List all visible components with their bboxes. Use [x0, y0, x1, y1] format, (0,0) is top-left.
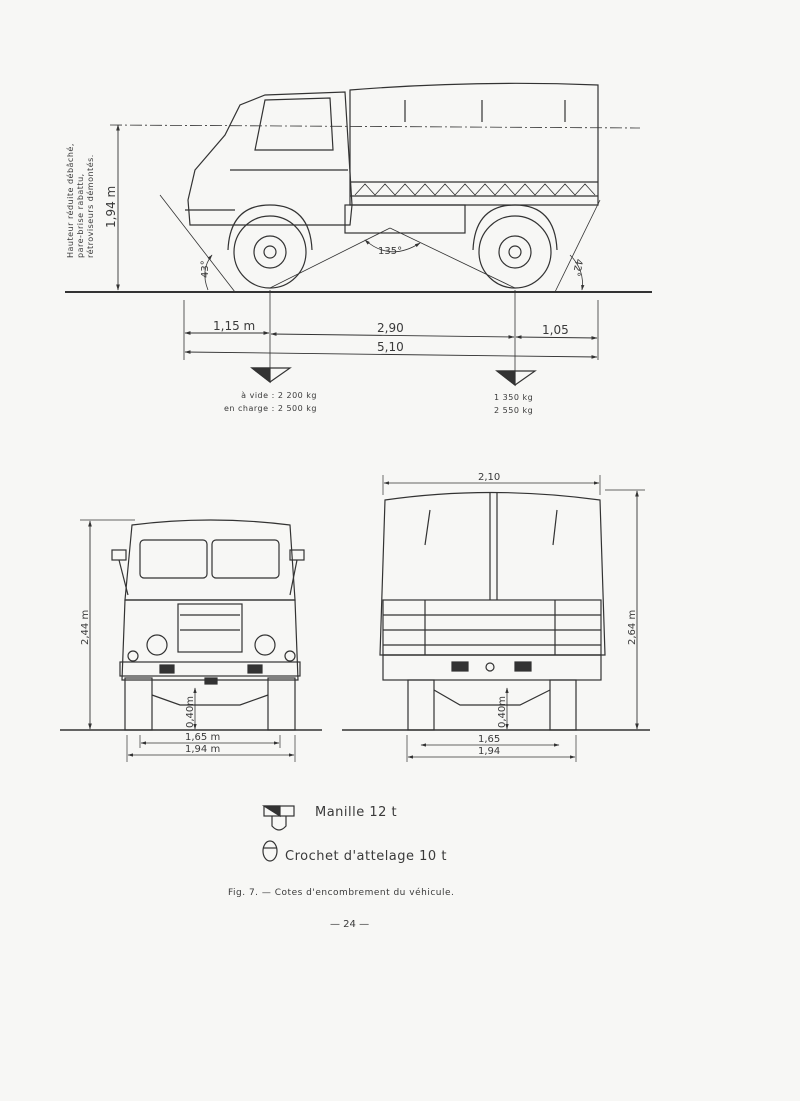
shackle-icon: [261, 805, 295, 831]
rear-track-label: 1,65: [478, 734, 501, 745]
overall-length-label: 5,10: [377, 340, 404, 354]
front-view-truck: [60, 519, 322, 762]
front-track-label: 1,65 m: [185, 732, 221, 743]
rear-view-truck: [342, 475, 650, 762]
hitch-icon: [262, 840, 278, 862]
rear-overhang-label: 1,05: [542, 323, 569, 337]
front-load-empty: à vide : 2 200 kg: [241, 391, 317, 400]
page-number: — 24 —: [330, 919, 370, 930]
front-axle-load: à vide : 2 200 kg en charge : 2 500 kg: [222, 389, 317, 415]
note-line: pare-brise rabattu,: [76, 173, 85, 258]
rear-height-label: 2,64 m: [627, 609, 638, 645]
front-overhang-label: 1,15 m: [213, 319, 256, 333]
ramp-angle-label: 135°: [378, 246, 403, 257]
rear-load-empty: 1 350 kg: [494, 393, 534, 402]
rear-load-loaded: 2 550 kg: [494, 406, 534, 415]
front-width-label: 1,94 m: [185, 744, 221, 755]
note-line: rétroviseurs démontés.: [86, 154, 95, 258]
rear-body-width-label: 2,10: [478, 472, 501, 483]
rear-axle-load: 1 350 kg 2 550 kg: [494, 391, 533, 417]
approach-angle-label: 43°: [200, 260, 211, 278]
rear-width-label: 1,94: [478, 746, 501, 757]
legend-shackle: Manille 12 t: [315, 805, 398, 820]
reduced-height-note: Hauteur réduite débâché, pare-brise raba…: [66, 143, 96, 258]
side-view-truck: [65, 82, 652, 387]
legend-hitch: Crochet d'attelage 10 t: [285, 849, 447, 864]
note-line: Hauteur réduite débâché,: [66, 143, 75, 258]
rear-clearance-label: 0,40m: [497, 695, 508, 728]
front-clearance-label: 0,40m: [185, 695, 196, 728]
wheelbase-label: 2,90: [377, 321, 404, 335]
front-height-label: 2,44 m: [80, 609, 91, 645]
figure-caption: Fig. 7. — Cotes d'encombrement du véhicu…: [228, 888, 455, 898]
reduced-height-label: 1,94 m: [104, 185, 118, 228]
front-load-loaded: en charge : 2 500 kg: [224, 404, 317, 413]
